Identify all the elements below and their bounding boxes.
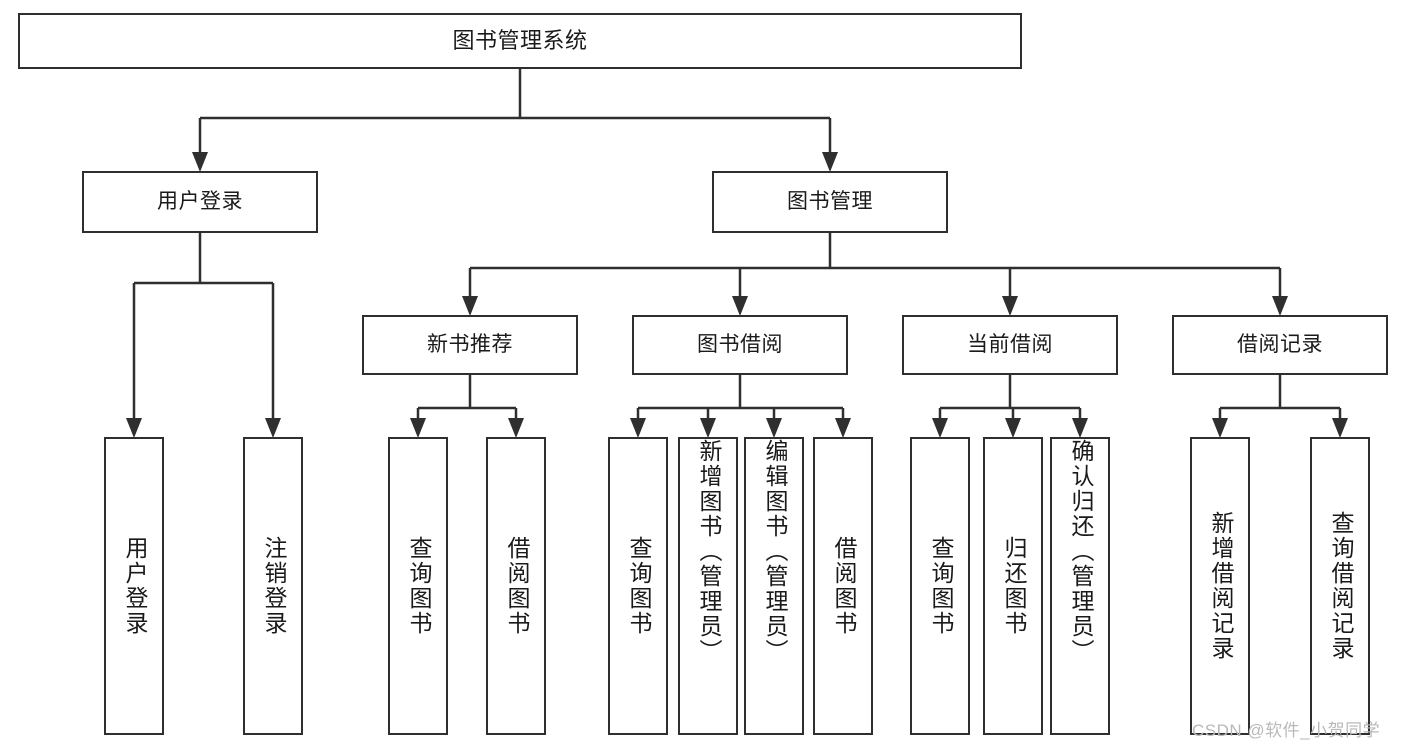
node-leaf-add-book[interactable]: 新增图书（管理员） [678, 437, 738, 735]
node-label: 归还图书 [1000, 536, 1027, 636]
node-leaf-query-record[interactable]: 查询借阅记录 [1310, 437, 1370, 735]
node-label: 查询借阅记录 [1327, 511, 1354, 661]
node-leaf-confirm-return[interactable]: 确认归还（管理员） [1050, 437, 1110, 735]
node-leaf-query-book-1[interactable]: 查询图书 [388, 437, 448, 735]
node-label: 图书管理 [787, 189, 873, 213]
node-label: 新增借阅记录 [1207, 511, 1234, 661]
node-leaf-edit-book[interactable]: 编辑图书（管理员） [744, 437, 804, 735]
node-leaf-borrow-book-1[interactable]: 借阅图书 [486, 437, 546, 735]
node-label: 借阅记录 [1237, 332, 1323, 356]
node-label: 确认归还（管理员） [1067, 439, 1094, 664]
node-book-manage[interactable]: 图书管理 [712, 171, 948, 233]
node-leaf-logout[interactable]: 注销登录 [243, 437, 303, 735]
node-user-login[interactable]: 用户登录 [82, 171, 318, 233]
node-label: 编辑图书（管理员） [761, 439, 788, 664]
csdn-watermark: CSDN @软件_小贺同学 [1192, 721, 1381, 740]
node-label: 新增图书（管理员） [695, 439, 722, 664]
node-label: 图书管理系统 [452, 27, 588, 53]
node-book-borrow[interactable]: 图书借阅 [632, 315, 848, 375]
node-label: 新书推荐 [427, 332, 513, 356]
node-label: 图书借阅 [697, 332, 783, 356]
node-leaf-user-login[interactable]: 用户登录 [104, 437, 164, 735]
node-leaf-query-book-2[interactable]: 查询图书 [608, 437, 668, 735]
node-label: 用户登录 [157, 189, 243, 213]
node-label: 查询图书 [405, 536, 432, 636]
node-label: 查询图书 [625, 536, 652, 636]
node-leaf-add-record[interactable]: 新增借阅记录 [1190, 437, 1250, 735]
node-label: 借阅图书 [503, 536, 530, 636]
node-label: 当前借阅 [967, 332, 1053, 356]
node-new-book-recommend[interactable]: 新书推荐 [362, 315, 578, 375]
node-label: 借阅图书 [830, 536, 857, 636]
node-leaf-query-book-3[interactable]: 查询图书 [910, 437, 970, 735]
node-leaf-return-book[interactable]: 归还图书 [983, 437, 1043, 735]
node-label: 用户登录 [121, 536, 148, 636]
node-label: 注销登录 [260, 536, 287, 636]
node-borrow-record[interactable]: 借阅记录 [1172, 315, 1388, 375]
node-label: 查询图书 [927, 536, 954, 636]
node-current-borrow[interactable]: 当前借阅 [902, 315, 1118, 375]
node-root-system[interactable]: 图书管理系统 [18, 13, 1022, 69]
node-leaf-borrow-book-2[interactable]: 借阅图书 [813, 437, 873, 735]
